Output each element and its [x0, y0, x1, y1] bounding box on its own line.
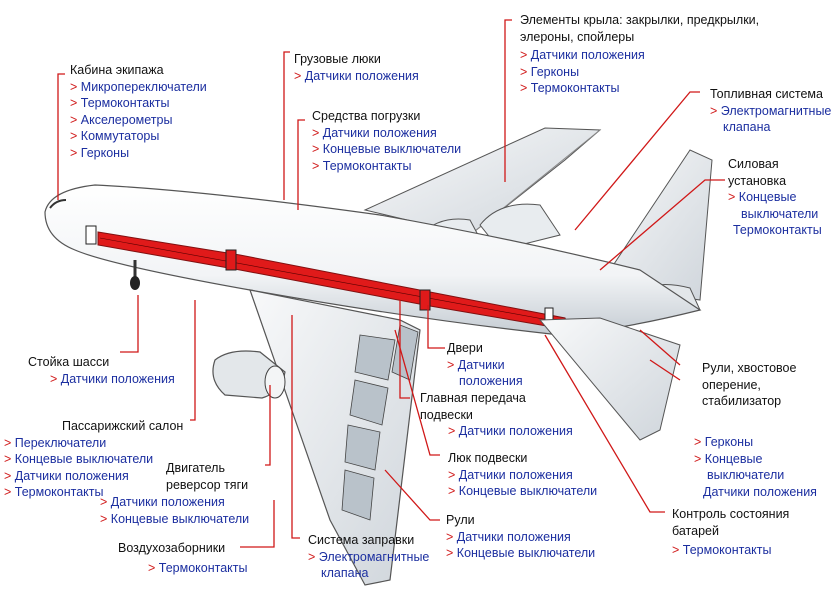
tail-item: Концевые: [694, 451, 817, 468]
doors-item: положения: [459, 374, 523, 388]
label-gear-hatch: Люк подвески Датчики положения Концевые …: [448, 450, 597, 500]
rudders-item: Датчики положения: [446, 529, 595, 546]
tail-title: стабилизатор: [702, 394, 782, 408]
wing-title: Элементы крыла: закрылки, предкрылки,: [520, 13, 760, 27]
label-air-intakes: Воздухозаборники Термоконтакты: [118, 540, 247, 576]
label-tail-items: Герконы Концевые выключатели Датчики пол…: [694, 434, 817, 500]
refuel-title: Система заправки: [308, 533, 415, 547]
cockpit-item: Микропереключатели: [70, 79, 207, 96]
maingear-title: подвески: [420, 407, 473, 422]
battery-title: Контроль состояния: [672, 507, 790, 521]
battery-item: Термоконтакты: [672, 542, 789, 559]
fuel-item: Электромагнитные: [710, 103, 832, 120]
label-main-gear: Главная передача подвески Датчики положе…: [420, 390, 573, 440]
power-item: Концевые: [728, 189, 822, 206]
label-landing-gear: Стойка шасси Датчики положения: [28, 354, 175, 387]
fuel-title: Топливная система: [710, 87, 823, 101]
wing-title: элероны, спойлеры: [520, 29, 635, 44]
wing-item: Датчики положения: [520, 47, 759, 64]
wing-flaps: [341, 324, 419, 521]
label-cockpit: Кабина экипажа Микропереключатели Термок…: [70, 62, 207, 161]
engine-title: реверсор тяги: [166, 477, 249, 492]
cabin-item: Переключатели: [4, 435, 183, 452]
power-item: выключатели: [741, 206, 819, 221]
intakes-item: Термоконтакты: [118, 560, 248, 577]
loading-item: Концевые выключатели: [312, 141, 461, 158]
label-fuel-system: Топливная система Электромагнитные клапа…: [710, 86, 831, 136]
intakes-title: Воздухозаборники: [118, 541, 226, 555]
tail-item: выключатели: [707, 468, 785, 482]
doors-title: Двери: [447, 341, 483, 355]
power-item: Термоконтакты: [733, 223, 822, 237]
cargo-title: Грузовые люки: [294, 52, 381, 66]
cockpit-item: Коммутаторы: [70, 128, 207, 145]
cockpit-item: Акселерометры: [70, 112, 207, 129]
tail-item: Датчики положения: [703, 484, 817, 499]
label-engine-items: Датчики положения Концевые выключатели: [100, 494, 249, 527]
horizontal-stabilizer: [538, 317, 681, 441]
wing-item: Термоконтакты: [520, 80, 759, 97]
power-title: установка: [728, 173, 787, 188]
nose-gear-wheel: [130, 276, 140, 290]
power-title: Силовая: [728, 157, 779, 171]
label-wing-elements: Элементы крыла: закрылки, предкрылки, эл…: [520, 12, 759, 97]
gear-item: Датчики положения: [28, 371, 175, 388]
tail-item: Герконы: [694, 434, 817, 451]
maingear-title: Главная передача: [420, 391, 526, 405]
label-loading: Средства погрузки Датчики положения Конц…: [312, 108, 461, 174]
hatch-item: Концевые выключатели: [448, 483, 597, 500]
battery-title: батарей: [672, 523, 719, 538]
engine-item: Концевые выключатели: [100, 511, 249, 528]
cabin-item: Термоконтакты: [4, 484, 183, 501]
refuel-item: Электромагнитные: [308, 549, 430, 566]
cockpit-item: Термоконтакты: [70, 95, 207, 112]
wing-item: Герконы: [520, 64, 759, 81]
label-passenger-cabin: Пассарижский салон Переключатели Концевы…: [4, 418, 184, 501]
refuel-item: клапана: [321, 566, 369, 580]
label-doors: Двери Датчики положения: [447, 340, 523, 390]
label-refuel-system: Система заправки Электромагнитные клапан…: [308, 532, 429, 582]
door-front: [85, 225, 97, 245]
cabin-title: Пассарижский салон: [62, 419, 184, 433]
hatch-title: Люк подвески: [448, 451, 528, 465]
tail-title: оперение,: [702, 377, 761, 392]
label-battery: Контроль состояния батарей Термоконтакты: [672, 506, 789, 559]
loading-item: Термоконтакты: [312, 158, 461, 175]
engine-title: Двигатель: [166, 461, 225, 475]
maingear-item: Датчики положения: [420, 423, 573, 440]
door-mid2: [419, 289, 431, 311]
rudders-title: Рули: [446, 513, 475, 527]
label-power-unit: Силовая установка Концевые выключатели Т…: [728, 156, 822, 239]
label-tail: Рули, хвостовое оперение, стабилизатор: [702, 360, 796, 410]
cockpit-title: Кабина экипажа: [70, 63, 164, 77]
label-cargo-hatches: Грузовые люки Датчики положения: [294, 51, 419, 84]
fuel-item: клапана: [723, 120, 771, 134]
cockpit-item: Герконы: [70, 145, 207, 162]
gear-title: Стойка шасси: [28, 355, 110, 369]
label-rudders: Рули Датчики положения Концевые выключат…: [446, 512, 595, 562]
rudders-item: Концевые выключатели: [446, 545, 595, 562]
loading-title: Средства погрузки: [312, 109, 421, 123]
cargo-item: Датчики положения: [294, 68, 419, 85]
cabin-item: Датчики положения: [4, 468, 183, 485]
tail-title: Рули, хвостовое: [702, 361, 797, 375]
engine-item: Датчики положения: [100, 494, 249, 511]
door-mid1: [225, 249, 237, 271]
cabin-item: Концевые выключатели: [4, 451, 183, 468]
doors-item: Датчики: [447, 357, 523, 374]
loading-item: Датчики положения: [312, 125, 461, 142]
hatch-item: Датчики положения: [448, 467, 597, 484]
label-engine-reverser: Двигатель реверсор тяги: [166, 460, 248, 493]
fuselage: [44, 184, 702, 336]
